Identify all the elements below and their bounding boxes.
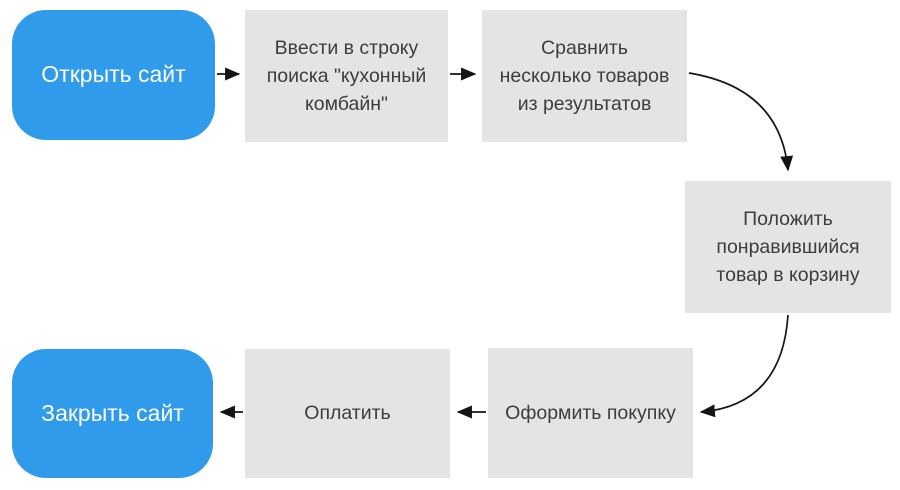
flow-node-compare-products: Сравнить несколько товаров из результато… bbox=[482, 10, 687, 142]
flow-node-open-site: Открыть сайт bbox=[12, 10, 215, 140]
edge-compare-to-cart bbox=[688, 72, 794, 172]
flow-node-checkout: Оформить покупку bbox=[488, 348, 693, 478]
flow-node-pay: Оплатить bbox=[245, 349, 450, 478]
flow-node-add-to-cart: Положить понравившийся товар в корзину bbox=[685, 181, 891, 313]
flow-node-enter-query: Ввести в строку поиска "кухонный комбайн… bbox=[245, 10, 448, 142]
edge-cart-to-checkout bbox=[699, 314, 789, 418]
flow-node-close-site: Закрыть сайт bbox=[12, 349, 213, 478]
